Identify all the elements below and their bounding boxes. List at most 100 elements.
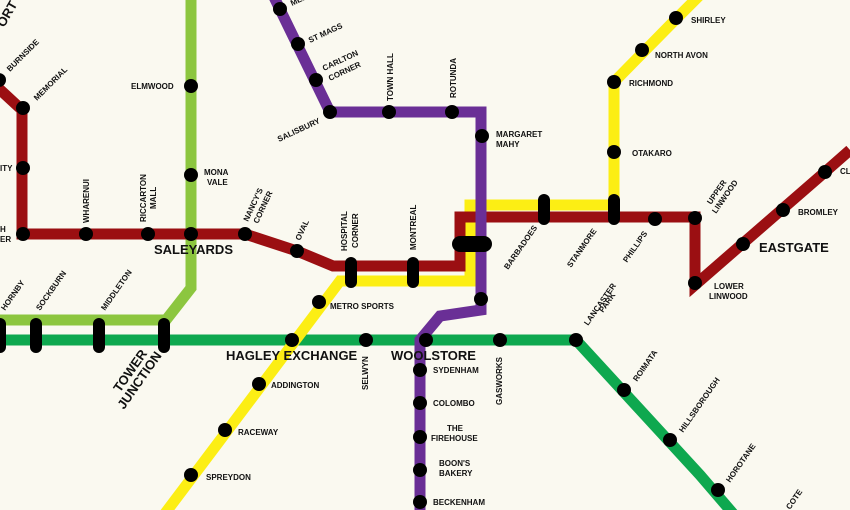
elmwood-station[interactable] xyxy=(184,79,198,93)
label-beckenham: BECKENHAM xyxy=(433,498,485,507)
margaret-mahy-station[interactable] xyxy=(475,129,489,143)
addington-station[interactable] xyxy=(252,377,266,391)
horotane-station[interactable] xyxy=(711,483,725,497)
gasworks-station[interactable] xyxy=(493,333,507,347)
metro-sports-station[interactable] xyxy=(312,295,326,309)
hillsborough-station[interactable] xyxy=(663,433,677,447)
light-green-line xyxy=(0,0,197,326)
purple-station-south[interactable] xyxy=(474,292,488,306)
st-mags-station[interactable] xyxy=(291,37,305,51)
firehouse-station[interactable] xyxy=(413,430,427,444)
label-mahy: MAHY xyxy=(496,140,520,149)
riccarton-mall-station[interactable] xyxy=(141,227,155,241)
town-hall-station[interactable] xyxy=(382,105,396,119)
label-roimata: ROIMATA xyxy=(631,348,659,383)
label-cl: CL xyxy=(840,167,850,176)
label-mall: MALL xyxy=(149,187,158,209)
label-margaret: MARGARET xyxy=(496,130,542,139)
label-hagley-exchange: HAGLEY EXCHANGE xyxy=(226,348,358,363)
label-bromley: BROMLEY xyxy=(798,208,839,217)
central-interchange[interactable] xyxy=(452,236,492,252)
label-raceway: RACEWAY xyxy=(238,428,279,437)
mona-vale-station[interactable] xyxy=(184,168,198,182)
label-vale: VALE xyxy=(207,178,228,187)
wharenui-station[interactable] xyxy=(79,227,93,241)
label-phillips: PHILLIPS xyxy=(621,229,649,264)
saleyards-station[interactable] xyxy=(184,227,198,241)
label-boons: BOON'S xyxy=(439,459,471,468)
shirley-station[interactable] xyxy=(669,11,683,25)
nancys-corner-station[interactable] xyxy=(238,227,252,241)
station-dots xyxy=(0,2,832,509)
label-hillsborough: HILLSBOROUGH xyxy=(677,376,722,434)
beckenham-station[interactable] xyxy=(413,495,427,509)
sydenham-station[interactable] xyxy=(413,363,427,377)
label-oval: OVAL xyxy=(294,218,311,242)
lancaster-park-station[interactable] xyxy=(569,333,583,347)
roimata-station[interactable] xyxy=(617,383,631,397)
label-ort: ORT xyxy=(0,0,20,30)
middleton-interchange[interactable] xyxy=(93,318,105,353)
label-hospital: HOSPITAL xyxy=(340,211,349,251)
label-selwyn: SELWYN xyxy=(361,356,370,390)
lower-linwood-station[interactable] xyxy=(688,276,702,290)
cl-station[interactable] xyxy=(818,165,832,179)
bromley-station[interactable] xyxy=(776,203,790,217)
label-burnside: BURNSIDE xyxy=(5,37,41,73)
eastgate-station[interactable] xyxy=(736,237,750,251)
label-middleton: MIDDLETON xyxy=(99,268,134,312)
spreydon-station[interactable] xyxy=(184,468,198,482)
label-wharenui: WHARENUI xyxy=(82,179,91,223)
memorial-station[interactable] xyxy=(16,101,30,115)
mer-station[interactable] xyxy=(273,2,287,16)
upper-linwood-station[interactable] xyxy=(688,211,702,225)
sockburn-interchange[interactable] xyxy=(30,318,42,353)
salisbury-station[interactable] xyxy=(323,105,337,119)
otakaro-station[interactable] xyxy=(607,145,621,159)
label-bakery: BAKERY xyxy=(439,469,473,478)
tower-junction-interchange[interactable] xyxy=(158,318,170,353)
label-h: H xyxy=(0,225,6,234)
red-line xyxy=(0,82,850,298)
hospital-corner-interchange[interactable] xyxy=(345,257,357,288)
ity-station[interactable] xyxy=(16,161,30,175)
label-woolstore: WOOLSTORE xyxy=(391,348,476,363)
label-montreal: MONTREAL xyxy=(409,205,418,250)
label-sockburn: SOCKBURN xyxy=(34,269,68,312)
hornby-interchange[interactable] xyxy=(0,318,6,353)
boons-bakery-station[interactable] xyxy=(413,463,427,477)
phillips-station[interactable] xyxy=(648,212,662,226)
label-firehouse: FIREHOUSE xyxy=(431,434,478,443)
montreal-interchange[interactable] xyxy=(407,257,419,288)
label-stanmore: STANMORE xyxy=(565,226,599,269)
label-er: ER xyxy=(0,235,11,244)
label-colombo: COLOMBO xyxy=(433,399,475,408)
label-spreydon: SPREYDON xyxy=(206,473,251,482)
richmond-station[interactable] xyxy=(607,75,621,89)
barbadoes-interchange[interactable] xyxy=(538,194,550,225)
oval-station[interactable] xyxy=(290,244,304,258)
burnside-station[interactable] xyxy=(0,73,6,87)
stanmore-interchange[interactable] xyxy=(608,194,620,225)
woolstore-station[interactable] xyxy=(419,333,433,347)
label-saleyards: SALEYARDS xyxy=(154,242,233,257)
label-horotane: HOROTANE xyxy=(724,441,758,484)
label-rotunda: ROTUNDA xyxy=(449,58,458,98)
label-metro-sports: METRO SPORTS xyxy=(330,302,395,311)
carlton-corner-station[interactable] xyxy=(309,73,323,87)
label-elmwood: ELMWOOD xyxy=(131,82,174,91)
interchange-markers xyxy=(0,194,620,353)
label-north-avon: NORTH AVON xyxy=(655,51,708,60)
label-town-hall: TOWN HALL xyxy=(386,53,395,101)
label-the: THE xyxy=(447,424,464,433)
raceway-station[interactable] xyxy=(218,423,232,437)
label-otakaro: OTAKARO xyxy=(632,149,672,158)
label-salisbury: SALISBURY xyxy=(276,116,322,144)
hagley-exchange-station[interactable] xyxy=(285,333,299,347)
colombo-station[interactable] xyxy=(413,396,427,410)
north-avon-station[interactable] xyxy=(635,43,649,57)
rotunda-station[interactable] xyxy=(445,105,459,119)
h-station[interactable] xyxy=(16,227,30,241)
selwyn-station[interactable] xyxy=(359,333,373,347)
label-mer: MER xyxy=(289,0,309,8)
